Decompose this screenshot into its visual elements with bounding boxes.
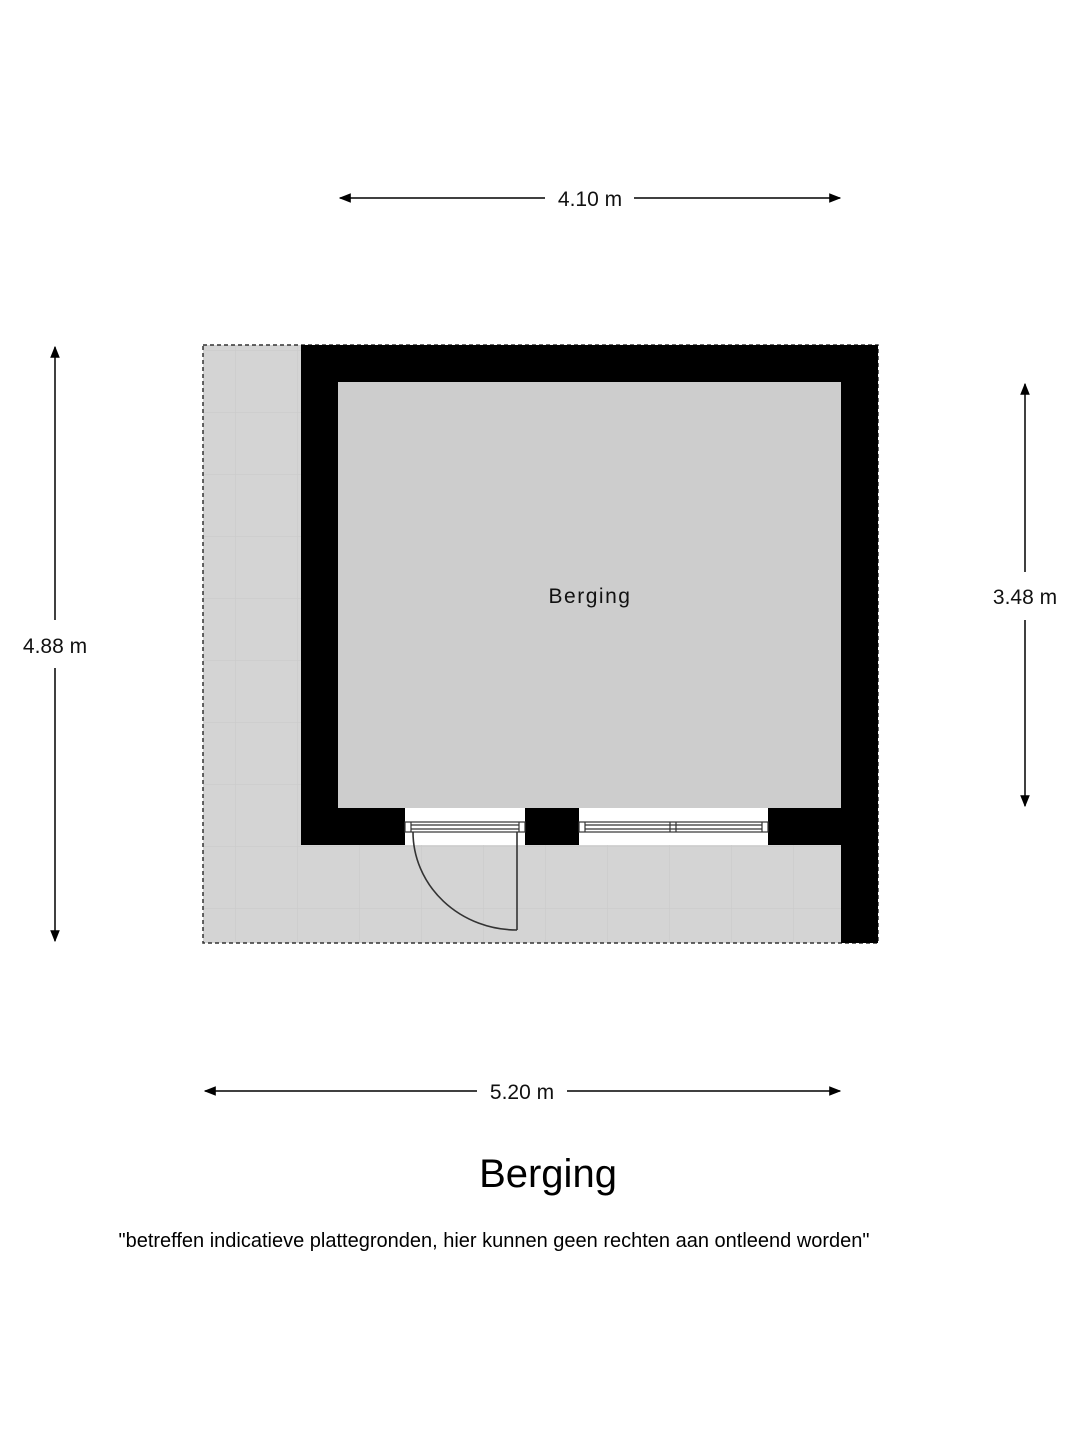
wall-right	[841, 345, 878, 943]
dimension-bottom-label: 5.20 m	[490, 1081, 554, 1104]
dimension-bottom: 5.20 m	[203, 1081, 842, 1104]
walls	[301, 345, 878, 943]
window	[578, 821, 769, 833]
plan-title: Berging	[479, 1152, 617, 1196]
dimension-right-label: 3.48 m	[993, 586, 1057, 609]
dimension-top-label: 4.10 m	[558, 188, 622, 211]
wall-bottom-left	[301, 808, 405, 845]
window-opening	[579, 808, 768, 845]
door	[404, 821, 526, 931]
room-label: Berging	[549, 585, 632, 608]
dimension-right: 3.48 m	[993, 382, 1057, 808]
room-floor	[338, 382, 841, 808]
wall-top	[301, 345, 878, 382]
door-swing-arc	[412, 831, 518, 931]
dimension-left-label: 4.88 m	[23, 635, 87, 658]
door-opening	[405, 808, 525, 845]
disclaimer: "betreffen indicatieve plattegronden, hi…	[118, 1230, 869, 1252]
wall-left	[301, 345, 338, 845]
dimension-top: 4.10 m	[338, 188, 842, 211]
wall-bottom-pillar	[525, 808, 579, 845]
wall-bottom-right	[768, 808, 878, 845]
dimension-left: 4.88 m	[23, 345, 87, 943]
